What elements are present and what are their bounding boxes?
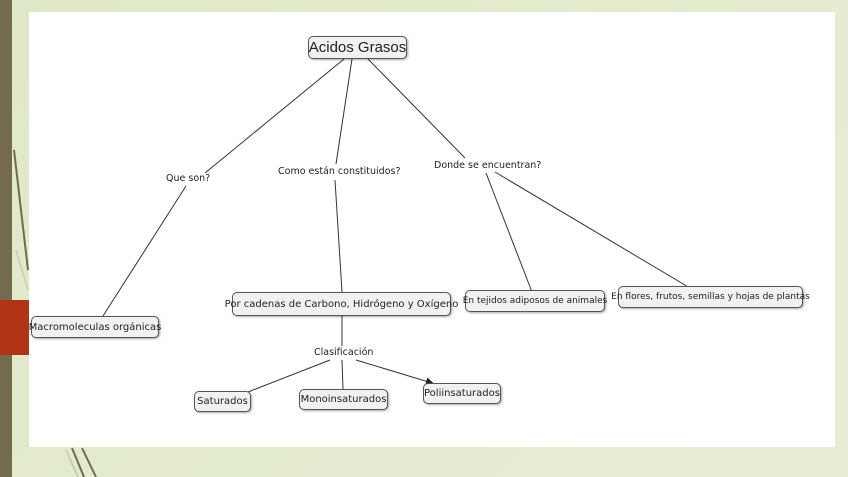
edge-clasif-saturados — [247, 359, 331, 393]
concept-monoinsaturados[interactable]: Monoinsaturados — [299, 389, 388, 410]
link-como: Como están constituidos? — [277, 166, 402, 177]
edge-root-donde — [367, 58, 466, 159]
edge-root-como — [335, 58, 353, 165]
link-donde: Donde se encuentran? — [433, 160, 543, 171]
edge-donde-flores — [494, 171, 691, 289]
accent-block — [0, 300, 29, 355]
link-clasificacion: Clasificación — [313, 347, 375, 358]
slide-side-bar — [0, 0, 12, 477]
edge-queson-macro — [102, 185, 187, 317]
edge-root-queson — [204, 58, 345, 174]
root-concept[interactable]: Acidos Grasos — [308, 36, 407, 59]
edge-clasif-poli — [355, 359, 434, 386]
content-panel — [29, 12, 835, 447]
edge-donde-tejidos — [485, 172, 533, 293]
link-que-son: Que son? — [165, 173, 212, 184]
edge-como-cadenas — [334, 179, 343, 293]
concept-tejidos[interactable]: En tejidos adiposos de animales — [463, 290, 607, 312]
concept-macromoleculas[interactable]: Macromoleculas orgánicas — [29, 316, 161, 338]
concept-poliinsaturados[interactable]: Poliinsaturados — [423, 383, 501, 404]
concept-cadenas[interactable]: Por cadenas de Carbono, Hidrógeno y Oxíg… — [225, 292, 458, 316]
concept-saturados[interactable]: Saturados — [194, 391, 251, 412]
concept-flores[interactable]: En flores, frutos, semillas y hojas de p… — [611, 286, 810, 308]
edge-clasif-mono — [341, 359, 344, 390]
